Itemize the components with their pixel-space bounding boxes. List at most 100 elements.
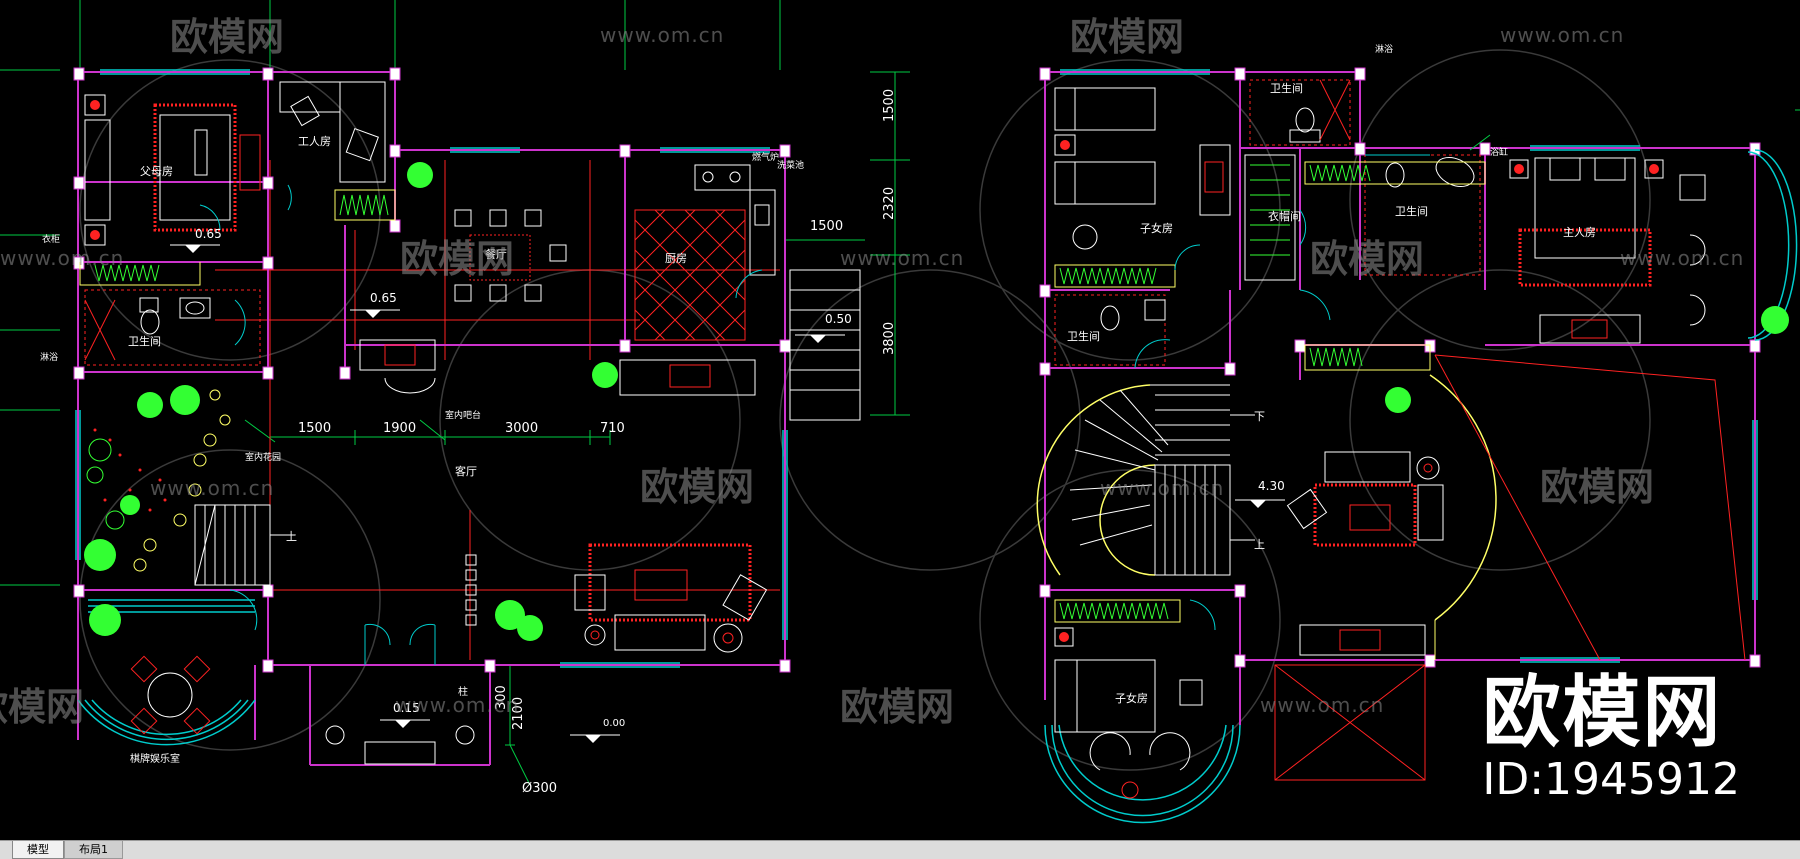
worker-room	[279, 81, 396, 221]
label-right-up: 上	[1254, 538, 1265, 551]
kids-room-bottom	[1054, 599, 1216, 799]
watermark-logo: 欧模网	[1540, 465, 1654, 509]
left-level-markers	[170, 244, 845, 743]
label-wardrobe: 衣帽间	[1268, 209, 1301, 223]
label-master-bedroom: 主人房	[1563, 226, 1596, 239]
watermark-url: www.om.cn	[1260, 693, 1384, 717]
watermark-url: www.om.cn	[1620, 246, 1744, 270]
label-bathroom-c: 卫生间	[1067, 329, 1100, 343]
watermark-logo: 欧模网	[640, 465, 754, 509]
left-dimension-labels: 1500 1900 3000 710 1500 1500 2320 3800 2…	[298, 89, 897, 796]
label-indoor-garden: 室内花园	[245, 451, 281, 463]
label-bathroom-a: 卫生间	[1270, 81, 1303, 95]
right-level-marker	[1235, 499, 1285, 508]
level-0.15: 0.15	[393, 701, 420, 715]
left-dimension-lines	[0, 0, 910, 786]
left-level-labels: 0.65 0.65 0.50 0.15 0.00	[195, 227, 852, 729]
right-room-labels: 子女房 卫生间 卫生间 卫生间 衣帽间 主人房 子女房 淋浴 浴缸 下 上 4.…	[1067, 43, 1596, 705]
dim-710: 710	[600, 421, 625, 436]
dining-table	[454, 209, 567, 302]
dim-2100: 2100	[511, 697, 526, 730]
dim-1500-a: 1500	[298, 421, 331, 436]
label-dining: 餐厅	[485, 247, 507, 261]
level-0.65-b: 0.65	[370, 291, 397, 305]
dim-1900: 1900	[383, 421, 416, 436]
left-windows	[75, 69, 788, 746]
label-sink: 洗菜池	[777, 159, 804, 171]
watermark-url: www.om.cn	[150, 476, 274, 500]
floor-plan-drawing: 父母房 工人房 餐厅 厨房 卫生间 客厅 室内花园 室内吧台 棋牌娱乐室 燃气炉…	[0, 0, 1800, 824]
watermark-url: www.om.cn	[1500, 23, 1624, 47]
living-room-furniture	[465, 543, 768, 653]
watermark-url: www.om.cn	[1100, 476, 1224, 500]
watermark-url: www.om.cn	[395, 693, 519, 717]
kids-room-top	[1054, 87, 1231, 288]
left-plants	[84, 162, 618, 641]
leisure-table	[130, 655, 211, 735]
label-left-shower: 淋浴	[40, 351, 58, 363]
label-kids-room-a: 子女房	[1140, 221, 1173, 235]
cad-drawing-canvas[interactable]: 父母房 工人房 餐厅 厨房 卫生间 客厅 室内花园 室内吧台 棋牌娱乐室 燃气炉…	[0, 0, 1800, 840]
garden-dots	[93, 428, 167, 512]
label-gas-stove: 燃气炉	[752, 151, 779, 163]
dim-2320: 2320	[882, 187, 897, 220]
label-right-down: 下	[1254, 410, 1265, 423]
left-stair	[194, 269, 861, 586]
label-indoor-bar: 室内吧台	[445, 409, 481, 421]
kitchen-hatch	[634, 209, 746, 341]
watermark-logo: 欧模网	[400, 237, 514, 281]
watermark-logo: 欧模网	[1070, 15, 1184, 59]
left-floor-plan	[0, 0, 910, 786]
watermark-url: www.om.cn	[0, 246, 124, 270]
label-leisure-room: 棋牌娱乐室	[130, 752, 180, 765]
label-pillar: 柱	[458, 685, 468, 698]
watermark-url: www.om.cn	[840, 246, 964, 270]
tab-model[interactable]: 模型	[12, 841, 64, 859]
bath-mid-left	[1054, 294, 1171, 369]
top-bath	[1249, 79, 1351, 146]
label-worker-room: 工人房	[298, 135, 331, 148]
level-4.30: 4.30	[1258, 479, 1285, 493]
watermark-logo: 欧模网	[1310, 237, 1424, 281]
layout-tab-bar: 模型 布局1	[0, 840, 1800, 859]
label-bathtub: 浴缸	[1490, 146, 1508, 158]
level-0.00: 0.00	[603, 718, 625, 729]
right-floor-plan	[1036, 67, 1800, 824]
parents-room	[79, 94, 261, 286]
left-red-grid	[215, 160, 780, 660]
dim-diameter: Ø300	[522, 781, 557, 796]
level-0.50: 0.50	[825, 312, 852, 326]
brand-id: ID:1945912	[1482, 754, 1740, 805]
brand-name: 欧模网	[1482, 668, 1723, 758]
watermark-circles	[79, 49, 1651, 771]
tab-layout1[interactable]: 布局1	[64, 841, 123, 859]
right-dimension-lines	[1469, 109, 1800, 151]
indoor-garden-detail	[86, 389, 231, 572]
dim-1500-top: 1500	[882, 89, 897, 122]
label-parents-room: 父母房	[140, 165, 173, 178]
level-0.65-a: 0.65	[195, 227, 222, 241]
left-wall-columns	[73, 67, 791, 673]
indoor-bar	[359, 339, 756, 396]
label-left-up: 上	[286, 530, 297, 543]
watermark-logo: 欧模网	[0, 685, 84, 729]
watermark-logo: 欧模网	[840, 685, 954, 729]
label-living: 客厅	[455, 464, 477, 478]
label-right-shower: 淋浴	[1375, 43, 1393, 55]
watermark-layer: 欧模网 www.om.cn 欧模网 www.om.cn www.om.cn 欧模…	[0, 15, 1744, 729]
porch	[199, 204, 763, 765]
dim-3800: 3800	[882, 322, 897, 355]
spiral-stair	[1036, 384, 1255, 576]
left-room-labels: 父母房 工人房 餐厅 厨房 卫生间 客厅 室内花园 室内吧台 棋牌娱乐室 燃气炉…	[40, 135, 804, 765]
dim-3000: 3000	[505, 421, 538, 436]
watermark-logo: 欧模网	[170, 15, 284, 59]
left-bathroom	[84, 289, 261, 366]
dim-1500-b: 1500	[810, 219, 843, 234]
kitchen-counter	[694, 164, 776, 276]
watermark-url: www.om.cn	[600, 23, 724, 47]
label-kitchen: 厨房	[665, 252, 687, 265]
right-plants	[1385, 306, 1789, 413]
label-kids-room-b: 子女房	[1115, 691, 1148, 705]
balcony-void	[1274, 354, 1746, 781]
wardrobe	[1244, 154, 1486, 371]
